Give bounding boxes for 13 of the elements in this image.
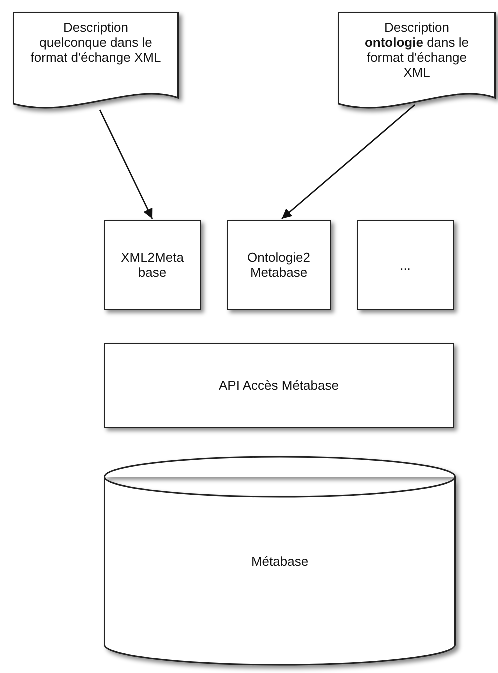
node-label: ... [400, 258, 411, 272]
process-box [357, 220, 454, 310]
node-label: Description quelconque dans le format d'échange XML [30, 20, 162, 65]
node-label: Ontologie2 Metabase [246, 250, 312, 280]
arrow [99, 110, 154, 220]
process-box [104, 343, 454, 428]
arrow [282, 104, 416, 220]
node-label: XML2Metabase [120, 250, 185, 280]
process-box [104, 220, 201, 310]
node-label: Description ontologie dans le format d'échange XML [364, 20, 470, 80]
process-box [227, 220, 331, 310]
node-label: Métabase [251, 554, 309, 568]
node-label: API Accès Métabase [219, 378, 339, 393]
